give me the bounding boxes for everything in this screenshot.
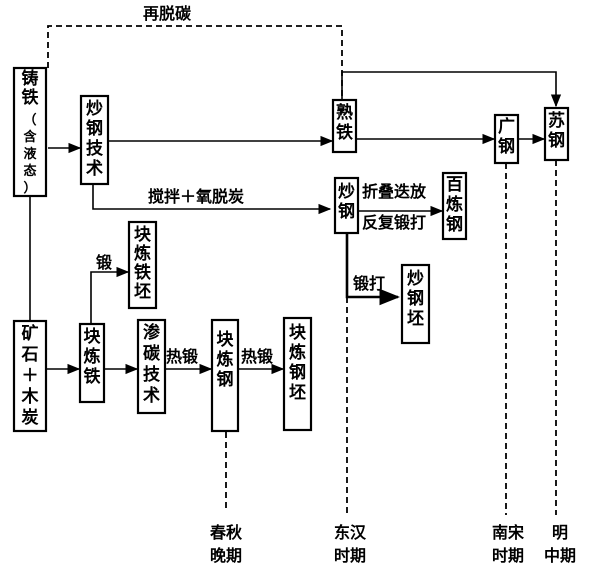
label-re-duan-2: 热锻 [241, 347, 273, 366]
label-stir-oxy: 搅拌＋氧脱炭 [148, 187, 244, 206]
label-duan: 锻 [96, 253, 112, 272]
era-ming-line1: 明 [552, 523, 568, 542]
node-kuai-lian-gang-pi: 块炼钢坯 [282, 316, 313, 432]
era-donghan-line2: 时期 [334, 546, 366, 565]
node-su-gang: 苏钢 [543, 106, 570, 162]
chao-gang-jishu-label: 炒钢技术 [86, 99, 104, 179]
era-chunqiu-line1: 春秋 [209, 523, 243, 542]
shu-tie-label: 熟铁 [336, 102, 353, 143]
arrow-stir-to-chaomid [92, 185, 332, 215]
shen-tan-jishu-label: 渗碳技术 [143, 322, 161, 406]
node-kuai-lian-tie-pi: 块炼铁坯 [127, 220, 158, 310]
re-decarb-dashed-loop [47, 25, 343, 100]
node-bai-lian-gang: 百炼钢 [441, 171, 468, 241]
era-labels: 春秋 晚期 东汉 时期 南宋 时期 明 中期 [209, 523, 576, 565]
edge-labels: 再脱碳 搅拌＋氧脱炭 折叠迭放 反复锻打 锻 热锻 热锻 锻打 [96, 4, 427, 366]
era-donghan-line1: 东汉 [334, 523, 367, 542]
su-gang-label: 苏钢 [548, 110, 565, 151]
era-timelines [225, 160, 557, 515]
connectors [29, 25, 562, 375]
label-fold-line1: 折叠迭放 [362, 182, 427, 201]
era-ming-line2: 中期 [544, 546, 576, 565]
arrow-loop-to-sugang [341, 71, 562, 108]
node-chao-mid: 炒钢 [333, 176, 360, 235]
label-re-duan-1: 热锻 [166, 347, 198, 366]
node-kuai-lian-tie: 块炼铁 [78, 322, 106, 404]
label-duan-da: 锻打 [353, 274, 385, 293]
node-chao-gang-pi: 炒钢坯 [400, 263, 431, 345]
node-kuang-shi: 矿石＋木炭 [12, 319, 48, 433]
kuai-lian-gang-pi-label: 块炼钢坯 [289, 323, 307, 403]
era-chunqiu-line2: 晚期 [210, 546, 242, 565]
node-shen-tan-jishu: 渗碳技术 [136, 318, 167, 415]
node-guang-gang: 广钢 [493, 113, 520, 165]
era-nansong-line1: 南宋 [492, 523, 525, 542]
node-kuai-lian-gang: 块炼钢 [210, 318, 240, 433]
node-chao-gang-jishu: 炒钢技术 [79, 94, 110, 186]
chao-gang-pi-label: 炒钢坯 [407, 269, 424, 329]
kuai-lian-tie-label: 块炼铁 [84, 327, 102, 387]
kuai-lian-gang-label: 块炼钢 [217, 330, 235, 390]
label-re-decarb: 再脱碳 [143, 4, 192, 23]
chao-mid-label: 炒钢 [338, 182, 355, 222]
label-fold-line2: 反复锻打 [362, 213, 426, 232]
kuai-lian-tie-pi-label: 块炼铁坯 [134, 225, 152, 302]
arrow-to-kuailiantiepi [90, 266, 130, 323]
node-cast-iron: 铸铁（含液态） [12, 66, 48, 198]
bai-lian-gang-label: 百炼钢 [446, 175, 463, 235]
node-shu-tie: 熟铁 [331, 98, 358, 154]
guang-gang-label: 广钢 [498, 116, 515, 157]
era-nansong-line2: 时期 [492, 546, 524, 565]
kuang-shi-label: 矿石＋木炭 [21, 323, 40, 428]
cast-iron-label: 铸铁（含液态） [22, 68, 39, 196]
